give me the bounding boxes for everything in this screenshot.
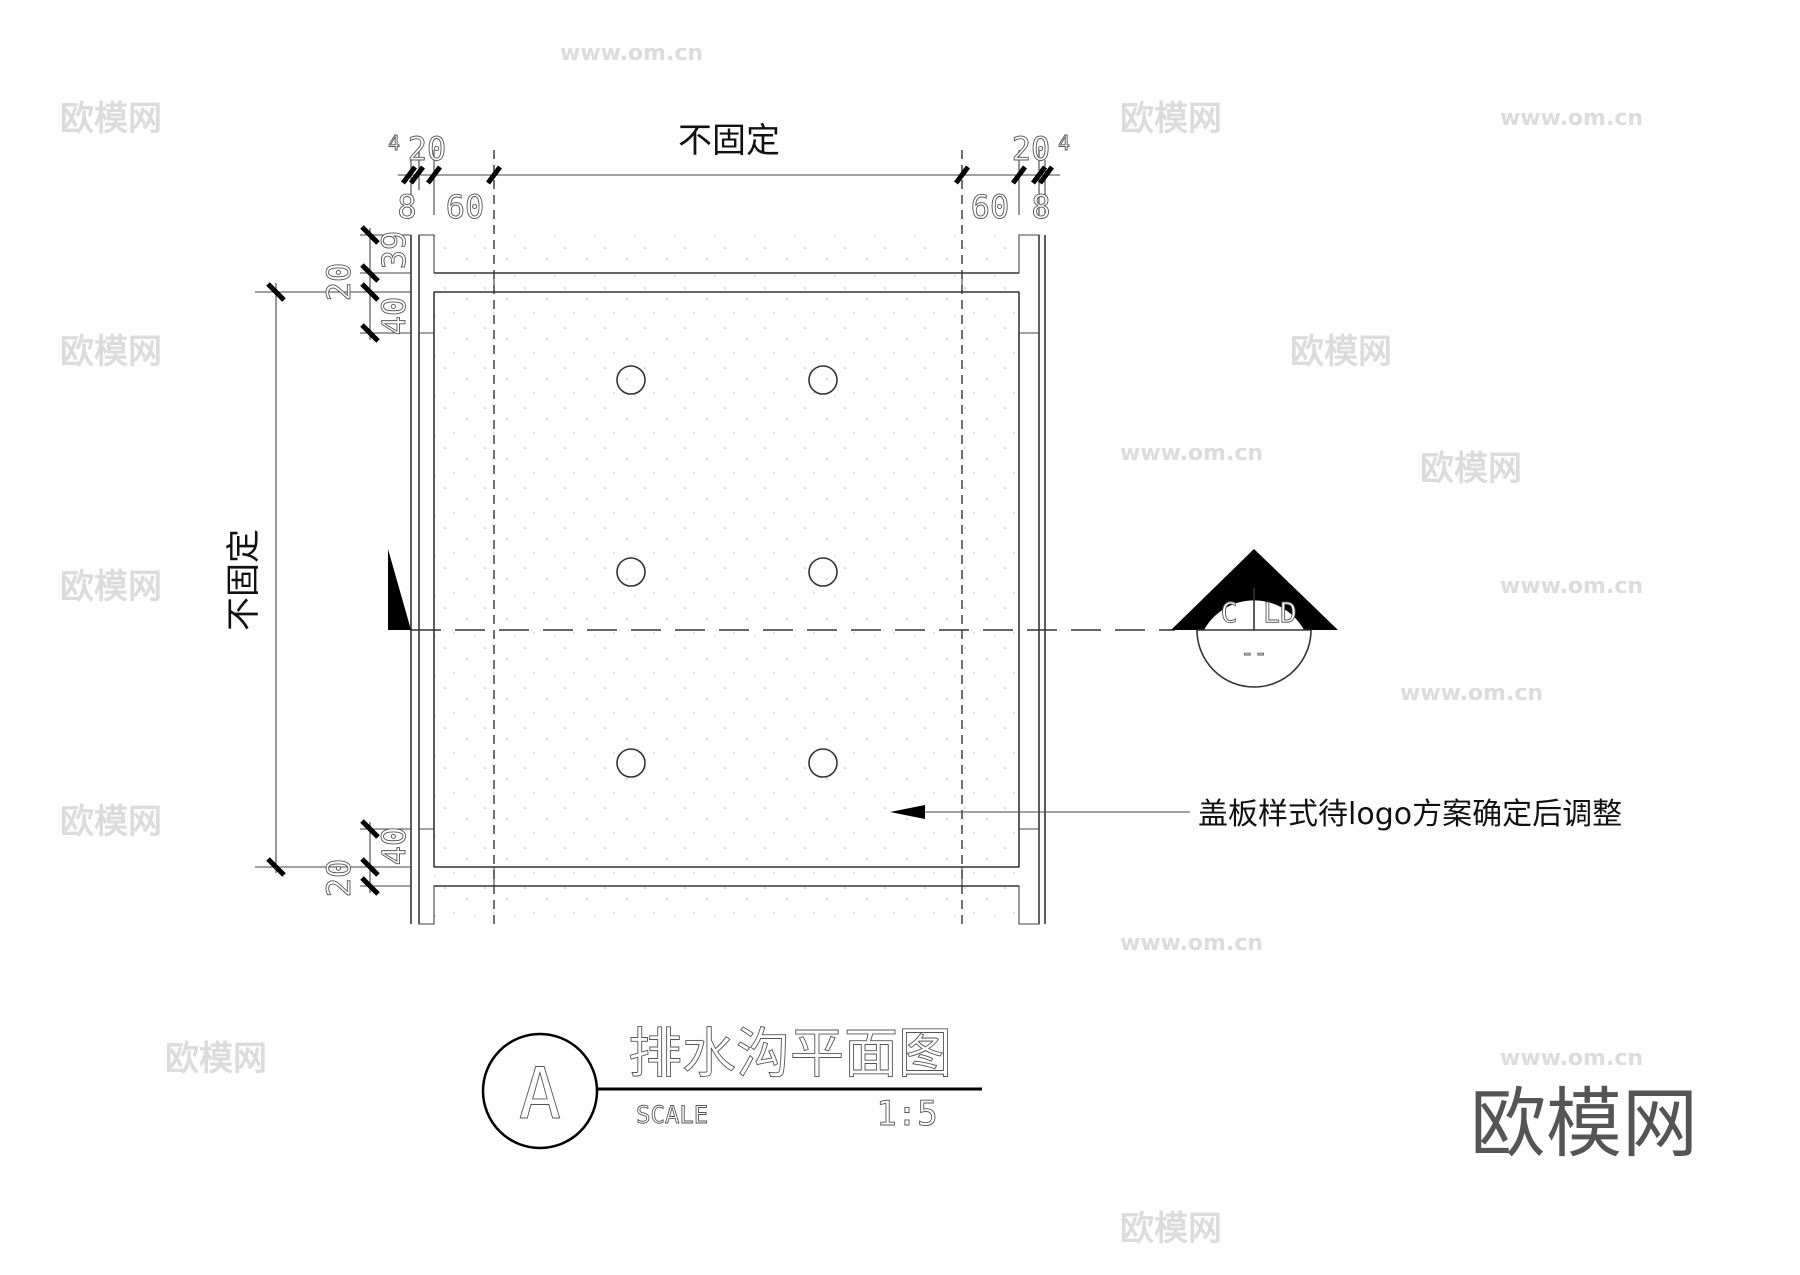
dim-text: 60 xyxy=(446,188,485,226)
dim-text: 40 xyxy=(375,827,413,866)
leader-arrow-icon xyxy=(890,805,925,819)
brand-logo: 欧模网 xyxy=(1470,1079,1698,1168)
drain-hole xyxy=(616,748,646,778)
dim-text: 20 xyxy=(1012,130,1051,168)
top-dimension: 不固定 20 4 8 60 20 4 60 8 xyxy=(388,121,1071,226)
watermark-url: www.om.cn xyxy=(1500,1046,1643,1071)
dim-text: 40 xyxy=(375,297,413,336)
drain-hole xyxy=(616,557,646,587)
watermark-logo: 欧模网 xyxy=(60,567,162,607)
length-label: 不固定 xyxy=(224,529,264,631)
note-leader: 盖板样式待logo方案确定后调整 xyxy=(890,797,1622,832)
watermark-url: www.om.cn xyxy=(560,41,703,66)
section-marker-bottom: -- xyxy=(1241,641,1268,666)
cover-plate-texture xyxy=(434,235,1019,924)
dim-text: 4 xyxy=(388,131,400,155)
scale-label: SCALE xyxy=(636,1101,708,1129)
watermark-logo: 欧模网 xyxy=(1120,1209,1222,1249)
watermark-logo: 欧模网 xyxy=(60,99,162,139)
cover-note: 盖板样式待logo方案确定后调整 xyxy=(1198,797,1622,832)
dim-text: 20 xyxy=(320,263,358,302)
dim-text: 8 xyxy=(1031,188,1050,226)
watermark-logo: 欧模网 xyxy=(165,1039,267,1079)
watermark-url: www.om.cn xyxy=(1400,681,1543,706)
watermarks: 欧模网 欧模网 www.om.cn www.om.cn 欧模网 欧模网 www.… xyxy=(60,41,1643,1249)
dim-text: 8 xyxy=(397,188,416,226)
dim-text: 20 xyxy=(408,130,447,168)
watermark-logo: 欧模网 xyxy=(60,332,162,372)
watermark-logo: 欧模网 xyxy=(1290,332,1392,372)
section-marker-left: C xyxy=(1221,596,1238,629)
width-label: 不固定 xyxy=(678,121,780,161)
watermark-logo: 欧模网 xyxy=(1120,99,1222,139)
section-cut: C LD -- xyxy=(388,549,1338,688)
channel-walls xyxy=(410,150,1046,925)
watermark-url: www.om.cn xyxy=(1120,931,1263,956)
section-arrow-icon xyxy=(388,549,411,630)
left-dimension: 不固定 20 40 39 40 20 xyxy=(224,225,413,898)
dim-text: 60 xyxy=(971,188,1010,226)
watermark-logo: 欧模网 xyxy=(1420,449,1522,489)
drain-hole xyxy=(616,365,646,395)
title-tag: A xyxy=(519,1053,561,1135)
drain-holes xyxy=(616,365,838,778)
drain-hole xyxy=(808,365,838,395)
dim-text: 4 xyxy=(1058,131,1070,155)
watermark-url: www.om.cn xyxy=(1120,441,1263,466)
watermark-url: www.om.cn xyxy=(1500,106,1643,131)
watermark-logo: 欧模网 xyxy=(60,802,162,842)
dim-text: 20 xyxy=(320,859,358,898)
dim-text: 39 xyxy=(375,231,413,270)
drain-hole xyxy=(808,557,838,587)
scale-value: 1:5 xyxy=(876,1094,937,1134)
watermark-url: www.om.cn xyxy=(1500,574,1643,599)
title-block: A 排水沟平面图 SCALE 1:5 xyxy=(481,1022,982,1150)
section-marker-right: LD xyxy=(1263,596,1297,629)
drain-hole xyxy=(808,748,838,778)
drawing-title: 排水沟平面图 xyxy=(628,1022,952,1085)
